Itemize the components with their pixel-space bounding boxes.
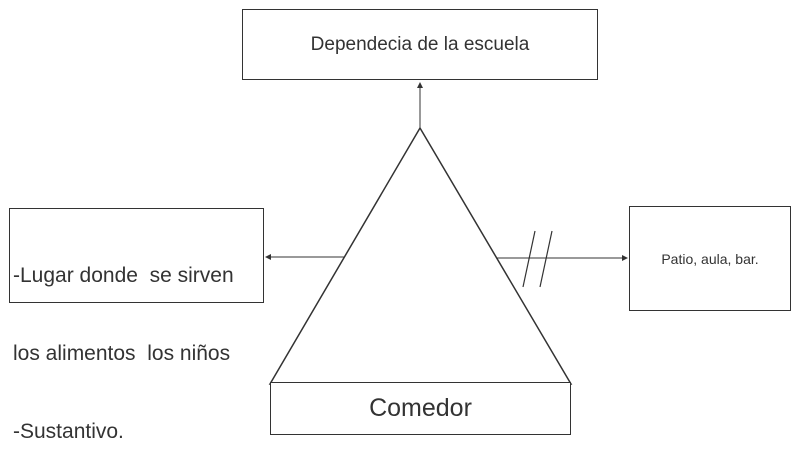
left-box-line-2: los alimentos los niños (13, 342, 231, 365)
right-box-label: Patio, aula, bar. (661, 250, 759, 267)
left-box-definition: -Lugar donde se sirven los alimentos los… (9, 208, 264, 443)
break-mark-slash-1 (522, 230, 536, 288)
bottom-box-term: Comedor (270, 382, 571, 435)
break-mark-slash-2 (539, 230, 553, 288)
concept-triangle (268, 126, 573, 385)
left-box-line-1: -Lugar donde se sirven (13, 264, 234, 287)
top-box-referent: Dependecia de la escuela (242, 9, 598, 80)
top-box-label: Dependecia de la escuela (310, 33, 530, 55)
right-box-examples: Patio, aula, bar. (629, 206, 791, 311)
bottom-box-label: Comedor (369, 394, 472, 422)
left-box-line-3: -Sustantivo. (13, 420, 124, 443)
